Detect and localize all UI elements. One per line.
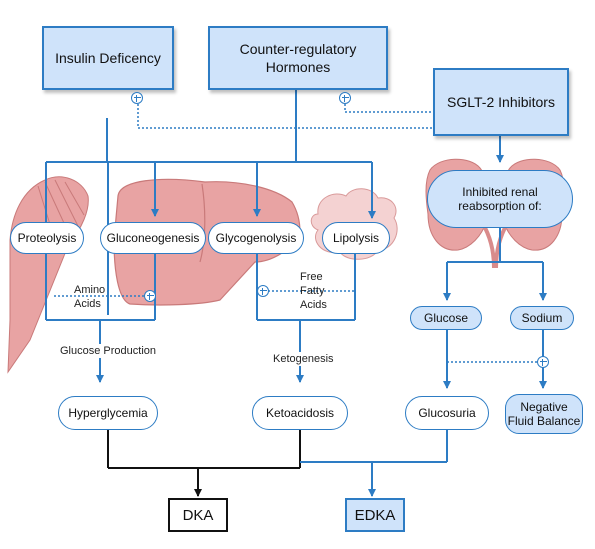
- sglt2-inhibitors-box: SGLT-2 Inhibitors: [433, 68, 569, 136]
- dka-box: DKA: [168, 498, 228, 532]
- ketogenesis-label: Ketogenesis: [271, 352, 336, 366]
- inhibition-marker-amino-acids: [144, 290, 156, 302]
- sodium-node: Sodium: [510, 306, 574, 330]
- dotted-connectors: [54, 104, 543, 363]
- hyperglycemia-node: Hyperglycemia: [58, 396, 158, 430]
- glycogenolysis-node: Glycogenolysis: [208, 222, 304, 254]
- top-tree: [45, 88, 547, 389]
- glucose-node: Glucose: [410, 306, 482, 330]
- glucose-production-label: Glucose Production: [58, 344, 158, 358]
- negative-fluid-balance-node: Negative Fluid Balance: [505, 394, 583, 434]
- inhibited-renal-reabsorption-node: Inhibited renal reabsorption of:: [427, 170, 573, 228]
- inhibition-marker-insulin: [131, 92, 143, 104]
- final-connectors: [107, 430, 301, 497]
- inhibition-marker-counter: [339, 92, 351, 104]
- muscle-illustration: [7, 176, 89, 374]
- proteolysis-node: Proteolysis: [10, 222, 84, 254]
- gluconeogenesis-node: Gluconeogenesis: [100, 222, 206, 254]
- counter-regulatory-box: Counter-regulatory Hormones: [208, 26, 388, 90]
- inhibition-marker-fatty-acids: [257, 285, 269, 297]
- insulin-deficiency-box: Insulin Deficency: [42, 26, 174, 90]
- ketoacidosis-node: Ketoacidosis: [252, 396, 348, 430]
- inhibition-marker-fluid: [537, 356, 549, 368]
- edka-connectors: [300, 428, 448, 497]
- lipolysis-node: Lipolysis: [322, 222, 390, 254]
- glucosuria-node: Glucosuria: [405, 396, 489, 430]
- counter-regulatory-label-line1: Counter-regulatory: [239, 41, 357, 57]
- edka-box: EDKA: [345, 498, 405, 532]
- insulin-deficiency-label: Insulin Deficency: [55, 50, 161, 66]
- sglt2-inhibitors-label: SGLT-2 Inhibitors: [447, 94, 555, 110]
- counter-regulatory-label-line2: Hormones: [265, 59, 331, 75]
